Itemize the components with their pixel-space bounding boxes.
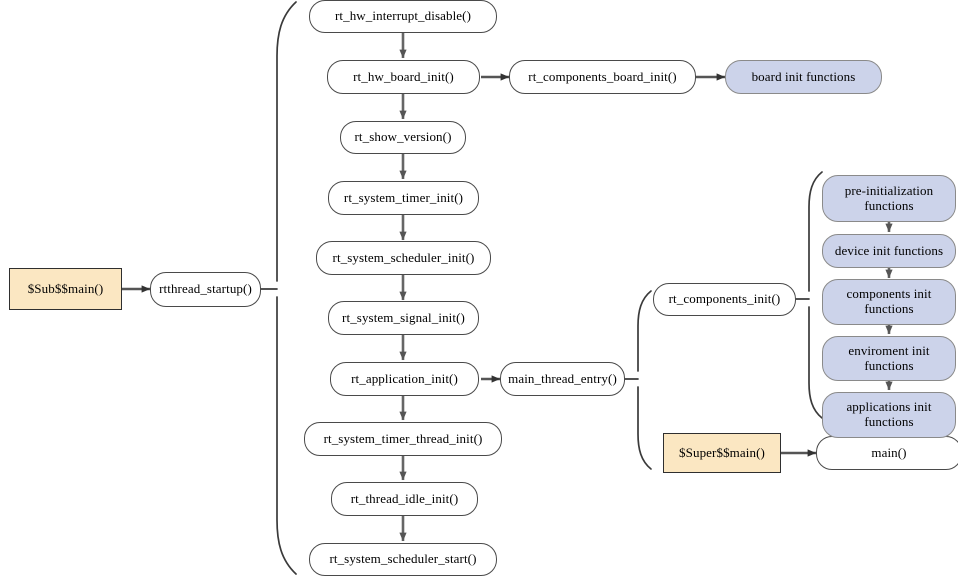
- node-rt-application-init[interactable]: rt_application_init(): [330, 362, 479, 396]
- sub-main-node[interactable]: $Sub$$main(): [9, 268, 122, 310]
- node-device-init-functions[interactable]: device init functions: [822, 234, 956, 268]
- node-rt-hw-interrupt-disable[interactable]: rt_hw_interrupt_disable(): [309, 0, 497, 33]
- node-rt-components-init[interactable]: rt_components_init(): [653, 283, 796, 316]
- node-rt-system-signal-init[interactable]: rt_system_signal_init(): [328, 301, 479, 335]
- node-rt-system-timer-init[interactable]: rt_system_timer_init(): [328, 181, 479, 215]
- node-rt-system-scheduler-start[interactable]: rt_system_scheduler_start(): [309, 543, 497, 576]
- node-pre-initialization-functions[interactable]: pre-initialization functions: [822, 175, 956, 222]
- node-applications-init-functions[interactable]: applications init functions: [822, 392, 956, 438]
- node-rt-system-scheduler-init[interactable]: rt_system_scheduler_init(): [316, 241, 491, 275]
- node-rt-thread-idle-init[interactable]: rt_thread_idle_init(): [331, 482, 478, 516]
- node-board-init-functions[interactable]: board init functions: [725, 60, 882, 94]
- node-main-thread-entry[interactable]: main_thread_entry(): [500, 362, 625, 396]
- node-enviroment-init-functions[interactable]: enviroment init functions: [822, 336, 956, 381]
- node-rt-components-board-init[interactable]: rt_components_board_init(): [509, 60, 696, 94]
- rtthread-startup-node[interactable]: rtthread_startup(): [150, 272, 261, 307]
- node-super-main[interactable]: $Super$$main(): [663, 433, 781, 473]
- node-rt-hw-board-init[interactable]: rt_hw_board_init(): [327, 60, 480, 94]
- node-main[interactable]: main(): [816, 436, 958, 470]
- node-rt-system-timer-thread-init[interactable]: rt_system_timer_thread_init(): [304, 422, 502, 456]
- node-components-init-functions[interactable]: components init functions: [822, 279, 956, 325]
- node-rt-show-version[interactable]: rt_show_version(): [340, 121, 466, 154]
